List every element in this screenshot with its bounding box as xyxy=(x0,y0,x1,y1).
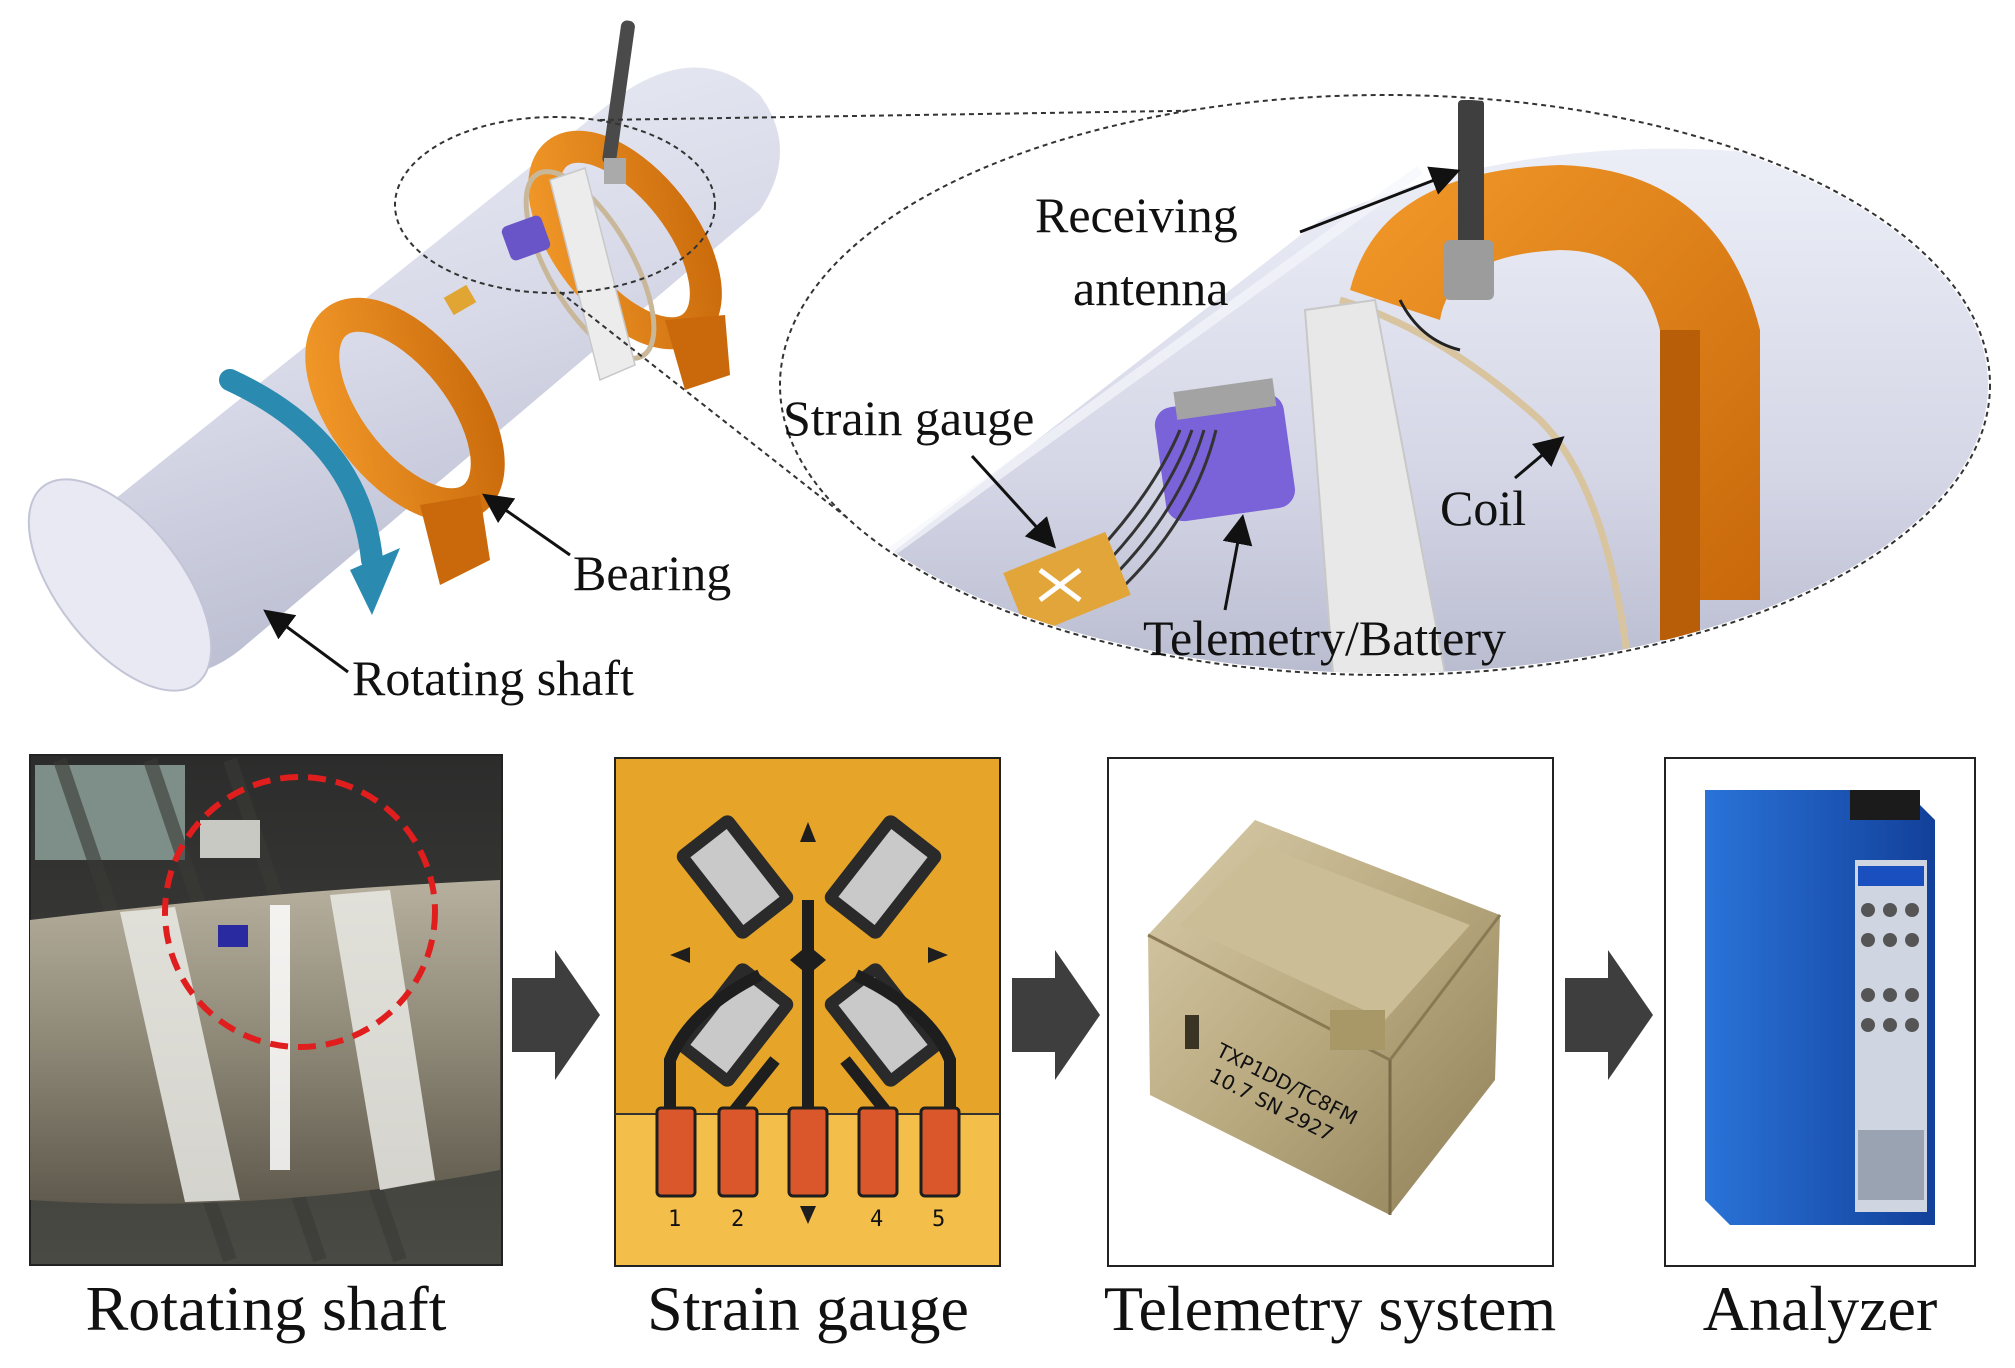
bearing-leader xyxy=(482,493,571,557)
shaft-body xyxy=(71,67,780,676)
shaft-end-face xyxy=(27,478,213,692)
label-bearing: Bearing xyxy=(573,545,731,601)
panel-analyzer xyxy=(1664,757,1976,1267)
label-rotating-shaft: Rotating shaft xyxy=(352,650,634,706)
zoom-source-ellipse xyxy=(394,116,716,294)
gauge-pin-5: 5 xyxy=(932,1207,945,1232)
telemetry-box-small xyxy=(501,215,551,261)
gauge-pad-4 xyxy=(857,1106,899,1198)
gauge-pad-2 xyxy=(717,1106,759,1198)
label-telemetry-battery: Telemetry/Battery xyxy=(1143,610,1506,666)
bearing-left xyxy=(305,297,505,585)
label-receiving-line2: antenna xyxy=(1073,260,1228,316)
label-strain-gauge: Strain gauge xyxy=(783,390,1034,446)
zoom-line-bottom xyxy=(559,291,851,521)
rotating-shaft-leader xyxy=(263,609,349,674)
coil-leader xyxy=(1514,436,1565,480)
antenna-small xyxy=(602,20,635,165)
telemetry-leader xyxy=(1222,514,1253,611)
telemetry-box-large xyxy=(1154,393,1295,522)
gauge-pin-1: 1 xyxy=(668,1207,681,1232)
caption-rotating-shaft: Rotating shaft xyxy=(86,1273,447,1344)
zoom-detail-illustration xyxy=(782,100,1988,673)
gauge-pin-2: 2 xyxy=(731,1207,744,1232)
strain-gauge-large xyxy=(1003,531,1131,637)
panel-strain-gauge-drawing xyxy=(614,757,1001,1267)
strain-gauge-small xyxy=(443,284,477,316)
strap-large xyxy=(1303,298,1452,673)
gauge-pad-5 xyxy=(919,1106,961,1198)
label-receiving-line1: Receiving xyxy=(1035,187,1238,243)
panel-telemetry-system xyxy=(1107,757,1554,1267)
strain-gauge-leader xyxy=(970,454,1057,549)
flow-arrow-2 xyxy=(1012,950,1100,1080)
caption-strain-gauge: Strain gauge xyxy=(647,1273,969,1344)
flow-arrow-1 xyxy=(512,950,600,1080)
label-coil: Coil xyxy=(1440,480,1526,536)
coil-small xyxy=(523,169,657,361)
gauge-pin-4: 4 xyxy=(870,1207,883,1232)
caption-analyzer: Analyzer xyxy=(1703,1273,1938,1344)
caption-telemetry-system: Telemetry system xyxy=(1104,1273,1556,1344)
overview-shaft-illustration xyxy=(27,20,780,692)
strap-small xyxy=(549,167,636,382)
highlight-circle xyxy=(162,774,438,1050)
rotation-arrow xyxy=(219,369,383,571)
gauge-pad-3 xyxy=(787,1106,829,1198)
gauge-pad-1 xyxy=(655,1106,697,1198)
panel-rotating-shaft-photo xyxy=(29,754,503,1266)
flow-arrow-3 xyxy=(1565,950,1653,1080)
coil-large xyxy=(1338,296,1634,673)
antenna-leader xyxy=(1299,166,1461,234)
antenna-large xyxy=(1458,100,1484,250)
